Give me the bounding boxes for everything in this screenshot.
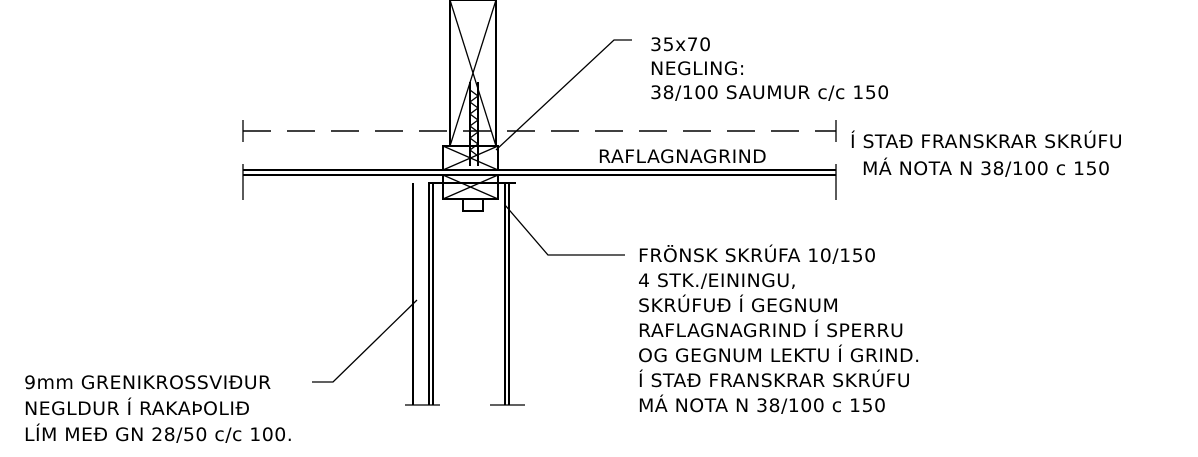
- screw-note-line-5: OG GEGNUM LEKTU Í GRIND.: [638, 344, 921, 367]
- plywood-note-line-2: NEGLDUR Í RAKAÞOLIÐ: [24, 397, 250, 420]
- leader-lines: [312, 39, 632, 383]
- horizontal-batten-layer: [242, 164, 837, 200]
- nail-symbol: [468, 82, 480, 166]
- batten-label: RAFLAGNAGRIND: [598, 146, 767, 168]
- screw-note-line-3: SKRÚFUÐ Í GEGNUM: [638, 293, 839, 317]
- nailing-heading-text: NEGLING:: [650, 58, 746, 80]
- nailing-spec-text: 38/100 SAUMUR c/c 150: [650, 82, 890, 104]
- stud-size-text: 35x70: [650, 34, 712, 56]
- screw-note-line-6: Í STAÐ FRANSKRAR SKRÚFU: [638, 368, 911, 392]
- screw-note-line-2: 4 STK./EININGU,: [638, 270, 797, 292]
- screw-note-line-4: RAFLAGNAGRIND Í SPERRU: [638, 319, 904, 342]
- rafter-block: [428, 174, 516, 212]
- plywood-note-line-1: 9mm GRENIKROSSVIÐUR: [24, 372, 272, 394]
- screw-note-line-7: MÁ NOTA N 38/100 c 150: [638, 394, 886, 417]
- right-note-line-1: Í STAÐ FRANSKRAR SKRÚFU: [850, 129, 1123, 153]
- wall-frame: [405, 183, 525, 406]
- right-note-line-2: MÁ NOTA N 38/100 c 150: [862, 157, 1110, 180]
- dashed-reference-line: [242, 120, 837, 142]
- plywood-note-line-3: LÍM MEÐ GN 28/50 c/c 100.: [24, 423, 293, 446]
- screw-note-line-1: FRÖNSK SKRÚFA 10/150: [638, 243, 877, 267]
